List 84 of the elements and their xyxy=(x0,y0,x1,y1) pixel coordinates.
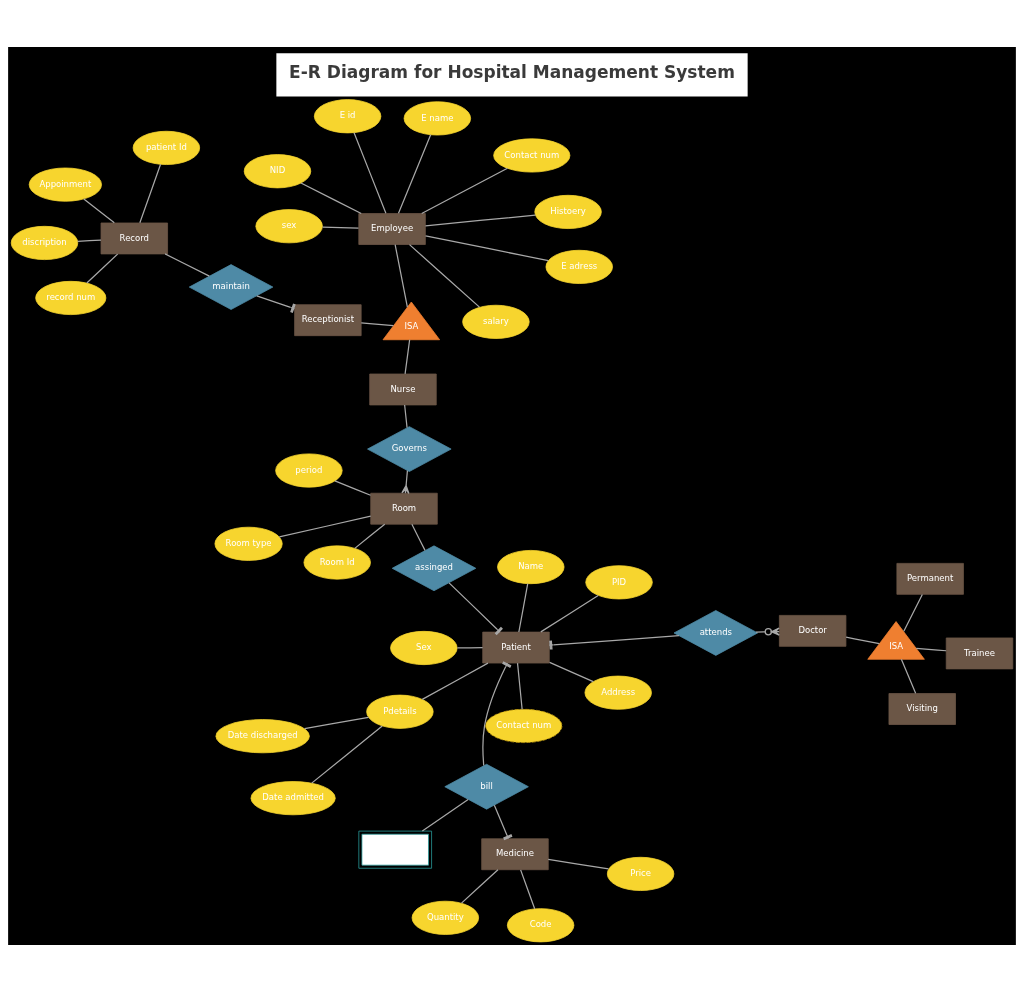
node-ellipse: Date admitted xyxy=(250,780,336,815)
connector xyxy=(520,868,536,909)
connector xyxy=(421,798,469,832)
node-ellipse: E name xyxy=(403,100,471,135)
node-box: Receptionist xyxy=(294,303,362,336)
connector xyxy=(77,239,102,242)
connector xyxy=(360,321,395,326)
node-ellipse: Quantity xyxy=(411,900,479,935)
node-ellipse: discription xyxy=(10,225,79,260)
connector xyxy=(482,660,512,766)
node-ellipse: PID xyxy=(585,564,653,599)
node-ellipse: Name xyxy=(497,549,565,584)
node-ellipse: Contact num xyxy=(493,137,571,172)
connector xyxy=(321,226,360,229)
node-box: Record xyxy=(100,222,168,254)
node-box: Visiting xyxy=(888,692,956,725)
node-ellipse: E id xyxy=(313,98,382,133)
connector xyxy=(164,252,210,277)
node-ellipse: Address xyxy=(584,675,652,710)
connector xyxy=(311,724,383,784)
connector xyxy=(397,133,432,214)
node-diamond: Governs xyxy=(367,425,452,472)
node-box: Employee xyxy=(358,212,426,245)
node-diamond: bill xyxy=(444,763,529,810)
connector xyxy=(334,479,372,496)
connector xyxy=(404,338,411,374)
connector xyxy=(549,661,594,682)
node-ellipse: Room Id xyxy=(303,544,371,580)
node-box: Medicine xyxy=(481,837,549,870)
node-ellipse: Sex xyxy=(390,630,458,665)
node-ellipse: Histoery xyxy=(534,194,602,229)
node-diamond: attends xyxy=(673,609,758,656)
node-box: Doctor xyxy=(778,614,847,647)
node-box: Nurse xyxy=(369,373,437,405)
connector xyxy=(516,662,523,710)
connector xyxy=(278,515,372,537)
connector xyxy=(86,252,119,284)
node-ellipse: Date discharged xyxy=(215,718,310,753)
connector xyxy=(353,131,387,214)
node-box: Trainee xyxy=(945,637,1014,669)
connector xyxy=(424,234,549,261)
connector xyxy=(493,804,513,840)
node-box: Room xyxy=(370,492,438,525)
node-box: Permanent xyxy=(896,562,964,595)
connector xyxy=(354,523,386,549)
connector xyxy=(394,243,408,308)
node-box: Patient xyxy=(482,631,550,663)
connector xyxy=(915,647,947,651)
connector xyxy=(903,593,923,632)
connector xyxy=(424,214,536,226)
connector xyxy=(421,167,509,214)
node-diamond: maintain xyxy=(188,263,274,310)
connector xyxy=(547,858,610,870)
connector xyxy=(401,469,410,494)
node-ellipse: record num xyxy=(35,280,107,315)
diagram-title: E-R Diagram for Hospital Management System xyxy=(289,61,735,82)
node-ellipse: period xyxy=(275,453,343,488)
connector xyxy=(540,594,599,632)
connector xyxy=(404,403,408,428)
node-ellipse: sex xyxy=(255,208,323,243)
node-ellipse: Price xyxy=(606,856,675,891)
node-diamond: assinged xyxy=(391,544,477,591)
node-ellipse: Room type xyxy=(214,526,283,561)
connector xyxy=(139,163,162,223)
connector xyxy=(300,181,362,214)
connector xyxy=(456,646,484,648)
node-ellipse: Contact num xyxy=(485,708,563,743)
connector xyxy=(411,523,426,551)
connector xyxy=(448,581,503,635)
connector xyxy=(303,716,370,729)
node-ellipse: NID xyxy=(243,153,312,188)
node-ellipse: Code xyxy=(506,907,575,942)
node-ellipse: Pdetails xyxy=(366,694,434,729)
node-ellipse: patient Id xyxy=(132,130,201,165)
connector xyxy=(900,658,917,694)
node-ellipse: E adress xyxy=(545,249,613,284)
connector xyxy=(83,197,115,223)
connector xyxy=(421,661,489,700)
node-ellipse: salary xyxy=(462,304,530,339)
node-ellipse: Appoinment xyxy=(28,167,102,202)
connector xyxy=(408,243,481,308)
connector xyxy=(845,636,880,644)
connector xyxy=(518,582,529,633)
connector xyxy=(460,868,499,904)
